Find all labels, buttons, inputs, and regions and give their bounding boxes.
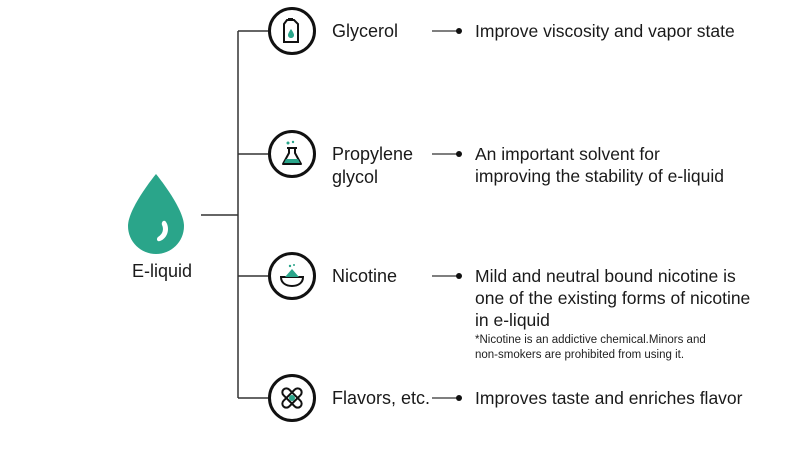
flask-icon xyxy=(268,130,316,178)
item-label-glycerol: Glycerol xyxy=(332,21,399,41)
crossed-leaves-icon xyxy=(268,374,316,422)
arrow-dot-1 xyxy=(456,28,462,34)
description-line: one of the existing forms of nicotine xyxy=(475,288,751,308)
bowl-icon xyxy=(268,252,316,300)
note-line: non-smokers are prohibited from using it… xyxy=(475,349,685,361)
description-line: An important solvent for xyxy=(475,144,660,164)
item-description-nicotine: Mild and neutral bound nicotine is one o… xyxy=(475,265,785,331)
item-description-propylene-glycol: An important solvent for improving the s… xyxy=(475,143,785,187)
item-description-glycerol: Improve viscosity and vapor state xyxy=(475,21,735,41)
arrow-dot-3 xyxy=(456,273,462,279)
droplet-icon xyxy=(128,174,184,254)
arrow-dot-4 xyxy=(456,395,462,401)
root-label: E-liquid xyxy=(131,261,193,281)
label-line: Propylene xyxy=(332,144,414,164)
item-label-flavors: Flavors, etc. xyxy=(332,388,431,408)
bottle-icon xyxy=(268,7,316,55)
label-line: glycol xyxy=(332,167,379,187)
item-label-nicotine: Nicotine xyxy=(332,266,398,286)
description-line: Mild and neutral bound nicotine is xyxy=(475,266,736,286)
item-description-flavors: Improves taste and enriches flavor xyxy=(475,388,743,408)
description-line: in e-liquid xyxy=(475,310,550,330)
description-line: improving the stability of e-liquid xyxy=(475,166,725,186)
item-label-propylene-glycol: Propylene glycol xyxy=(332,143,413,189)
arrow-dot-2 xyxy=(456,151,462,157)
nicotine-warning-note: *Nicotine is an addictive chemical.Minor… xyxy=(475,333,785,363)
note-line: *Nicotine is an addictive chemical.Minor… xyxy=(475,334,706,346)
